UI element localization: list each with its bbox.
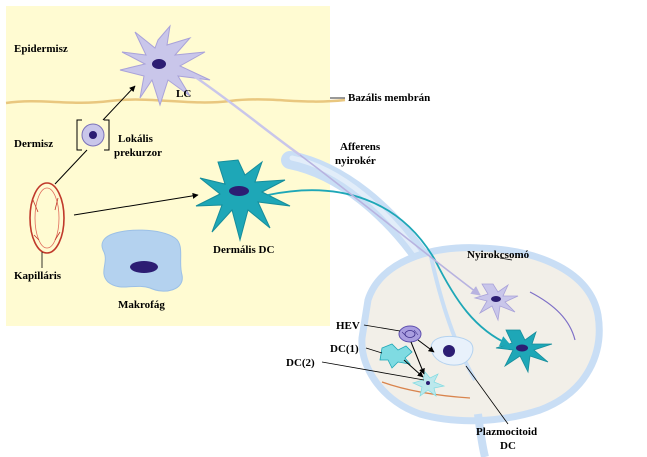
label-dc2: DC(2) [286, 357, 315, 369]
leader-nyirokcsomo [499, 257, 513, 261]
basal-membrane-line [5, 98, 346, 105]
lymph-node-medulla-line [381, 381, 471, 399]
arrow-dermal-dc-to-lymph-node [267, 189, 511, 347]
precursor-nucleus [89, 131, 97, 139]
afferent-lymph-vessel-highlight [289, 155, 431, 271]
macrophage-nucleus [130, 261, 158, 273]
lymph-node [358, 244, 603, 457]
label-afferens: Afferens [340, 141, 381, 153]
label-dermisz: Dermisz [14, 138, 53, 150]
macrophage-body [101, 229, 183, 292]
label-nyirokcsomo: Nyirokcsomó [467, 249, 530, 261]
arrow-lc-to-lymph-node [299, 154, 481, 296]
langerhans-nucleus [152, 59, 166, 69]
macrophage-cell [101, 229, 183, 292]
capillary [29, 182, 65, 254]
leader-dc1 [365, 347, 383, 354]
label-hev: HEV [336, 320, 360, 332]
leader-hev [363, 324, 401, 332]
lymph-node-cortex-line [529, 291, 576, 341]
dermal-dc-body [195, 159, 291, 242]
dermal-dc-cell [195, 159, 291, 242]
dermal-dc-nucleus [229, 186, 249, 196]
dc2-cell [411, 371, 446, 397]
precursor-bracket-right [104, 119, 110, 151]
label-epidermisz: Epidermisz [14, 43, 68, 55]
label-plazmocitoid-dc: DC [500, 440, 516, 452]
arrow-capillary-to-precursor [54, 149, 88, 185]
precursor-bracket-left [76, 119, 82, 151]
arrow-precursor-to-lc [102, 85, 136, 121]
label-dermalis-dc: Dermális DC [213, 244, 274, 256]
label-kapillaris: Kapilláris [14, 270, 62, 282]
label-lc: LC [176, 88, 191, 100]
lymph-node-lc-cell [473, 283, 519, 322]
hev-vessel [398, 325, 422, 343]
plasmacytoid-dc-cell [430, 335, 474, 366]
label-prekurzor: prekurzor [114, 147, 162, 159]
arrow-dc1-to-dc2 [403, 359, 424, 378]
local-precursor-cell [76, 119, 110, 151]
arrow-capillary-to-dermal-dc [73, 192, 199, 216]
label-nyiroker: nyirokér [335, 155, 376, 167]
lymph-node-inner-vessel [428, 251, 477, 381]
dc1-cell [379, 343, 413, 369]
label-makrofag: Makrofág [118, 299, 165, 311]
arrow-hev-to-dc2 [410, 341, 425, 375]
efferent-lymph-vessel [474, 413, 489, 457]
langerhans-cell [119, 24, 301, 157]
capillary-outer [29, 182, 65, 254]
label-lokalis: Lokális [118, 133, 154, 145]
arrow-hev-to-plasmacytoid [417, 339, 435, 353]
leader-plazmocitoid [465, 365, 509, 425]
label-plazmocitoid: Plazmocitoid [476, 426, 537, 438]
capillary-inner [34, 187, 60, 249]
label-dc1: DC(1) [330, 343, 359, 355]
leader-dc2 [321, 361, 425, 381]
langerhans-trail [184, 68, 301, 157]
lymph-node-body [358, 244, 603, 425]
label-bazalis-membran: Bazális membrán [348, 92, 430, 104]
